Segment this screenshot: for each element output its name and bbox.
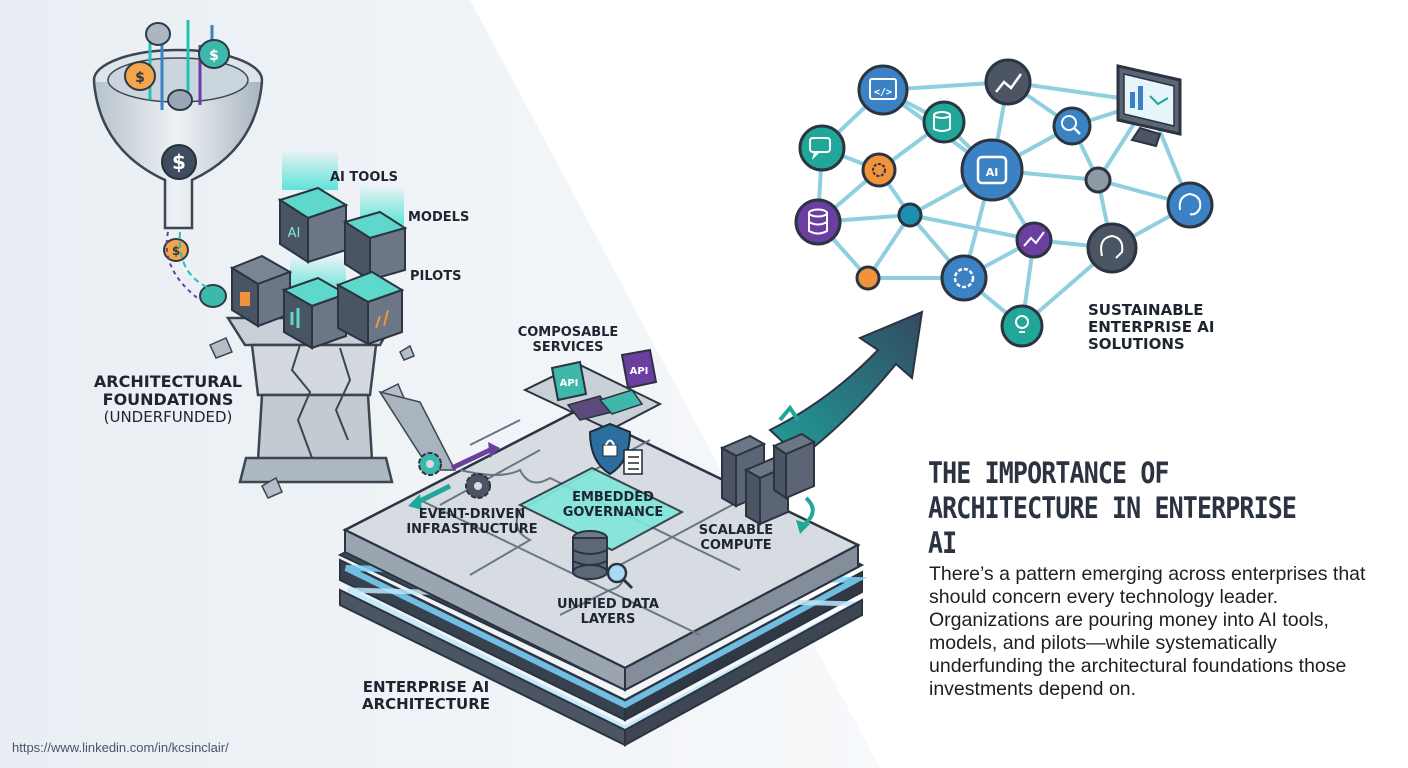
database-icon (922, 100, 966, 144)
network-node (897, 202, 923, 228)
label-unified-data: UNIFIED DATA LAYERS (548, 597, 668, 627)
page-title-line1: THE IMPORTANCE OF (928, 456, 1169, 490)
gear-icon (418, 452, 491, 499)
label-pilots: PILOTS (410, 269, 462, 284)
footer-url[interactable]: https://www.linkedin.com/in/kcsinclair/ (12, 740, 229, 755)
gear-icon (861, 152, 897, 188)
label-governance-line2: GOVERNANCE (562, 504, 664, 520)
page-title-line2: ARCHITECTURE IN ENTERPRISE AI (928, 490, 1297, 560)
svg-text:$: $ (209, 48, 219, 64)
svg-text:$: $ (135, 70, 145, 86)
monitor-icon (1116, 64, 1182, 148)
server-icon (719, 404, 817, 534)
body-paragraph: There’s a pattern emerging across enterp… (929, 563, 1366, 700)
database-icon (794, 198, 842, 246)
ai-network: </> (794, 58, 1214, 348)
search-icon (1052, 106, 1092, 146)
label-data-line2: LAYERS (580, 611, 636, 627)
lightbulb-icon (1000, 304, 1044, 348)
search-icon (606, 562, 634, 590)
svg-text:API: API (630, 366, 649, 377)
label-embedded-governance: EMBEDDED GOVERNANCE (552, 490, 674, 520)
svg-text:</>: </> (874, 87, 892, 98)
page-title: THE IMPORTANCE OF ARCHITECTURE IN ENTERP… (928, 456, 1324, 560)
code-icon: </> (857, 64, 909, 116)
label-ai-tools: AI TOOLS (330, 170, 399, 185)
svg-text:$: $ (172, 150, 186, 174)
svg-text:AI: AI (288, 226, 301, 241)
chart-icon (984, 58, 1032, 106)
label-event-line2: INFRASTRUCTURE (406, 521, 538, 537)
label-composable-line2: SERVICES (532, 339, 604, 355)
brain-icon (1086, 222, 1138, 274)
event-arrows (408, 442, 500, 510)
ai-cubes: AI (229, 150, 408, 350)
dollar-icon: $ (161, 144, 197, 180)
architecture-platform: API API (337, 348, 868, 747)
network-node (1084, 166, 1112, 194)
api-tag: API API (550, 348, 658, 421)
shield-lock-icon (588, 422, 643, 476)
label-foundations-note: (UNDERFUNDED) (103, 407, 233, 426)
svg-text:AI: AI (986, 166, 999, 179)
label-foundations-line2: FOUNDATIONS (102, 389, 234, 409)
label-composable-services: COMPOSABLE SERVICES (512, 325, 624, 355)
gear-icon (940, 254, 988, 302)
growth-arrow (768, 310, 924, 460)
label-platform-line2: ARCHITECTURE (362, 694, 490, 713)
label-event-line1: EVENT-DRIVEN (418, 507, 526, 522)
label-event-driven: EVENT-DRIVEN INFRASTRUCTURE (404, 507, 540, 537)
label-solutions-line2: ENTERPRISE AI (1088, 317, 1215, 336)
funnel: $ $ $ $ (92, 20, 264, 308)
label-solutions-line1: SUSTAINABLE (1088, 301, 1204, 319)
svg-text:$: $ (172, 244, 180, 258)
network-node (855, 265, 881, 291)
label-enterprise-ai-architecture: ENTERPRISE AI ARCHITECTURE (352, 679, 500, 713)
database-icon (572, 530, 608, 580)
label-platform-line1: ENTERPRISE AI (362, 678, 490, 696)
label-sustainable-solutions: SUSTAINABLE ENTERPRISE AI SOLUTIONS (1088, 302, 1214, 352)
label-foundations-line1: ARCHITECTURAL (93, 372, 243, 391)
chat-icon (798, 124, 846, 172)
ai-hub-node: AI (960, 138, 1024, 202)
label-compute-line1: SCALABLE (698, 523, 774, 538)
label-architectural-foundations: ARCHITECTURAL FOUNDATIONS (UNDERFUNDED) (88, 373, 248, 426)
coin-icon: $ $ $ (124, 22, 230, 308)
brain-icon (1166, 181, 1214, 229)
label-compute-line2: COMPUTE (700, 537, 772, 553)
label-governance-line1: EMBEDDED (572, 490, 654, 505)
label-solutions-line3: SOLUTIONS (1088, 334, 1185, 353)
label-scalable-compute: SCALABLE COMPUTE (690, 523, 782, 553)
svg-text:API: API (560, 378, 579, 389)
label-models: MODELS (408, 210, 470, 225)
trend-icon (1015, 221, 1053, 259)
label-data-line1: UNIFIED DATA (557, 597, 659, 612)
label-composable-line1: COMPOSABLE (517, 325, 619, 340)
